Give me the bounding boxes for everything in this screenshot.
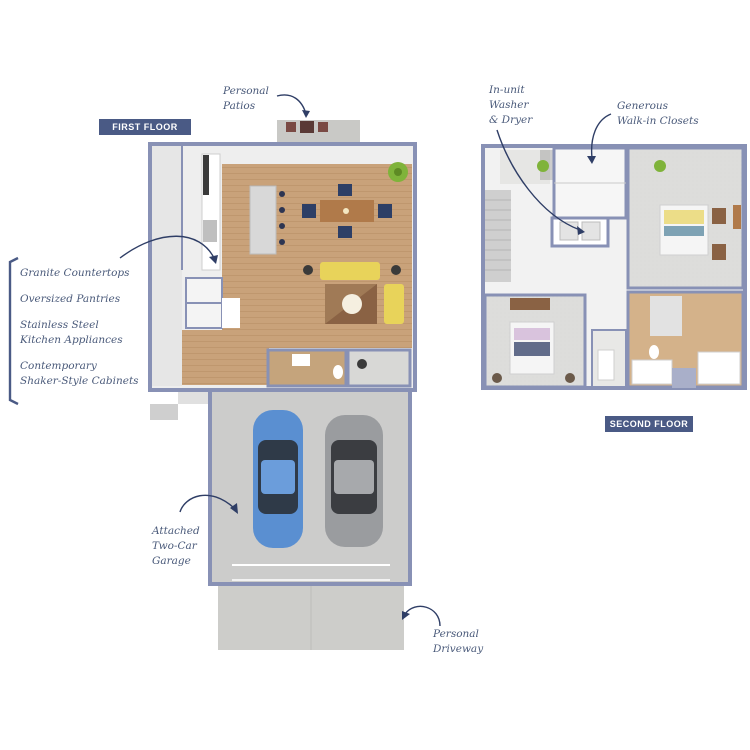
second-floor-plan	[481, 144, 747, 390]
first-floor-label: FIRST FLOOR	[99, 119, 191, 135]
first-floor-plan	[148, 120, 417, 650]
garage-callout: Attached Two-Car Garage	[152, 525, 200, 567]
pantries	[185, 277, 240, 329]
living-room	[303, 262, 404, 324]
dining-table	[302, 184, 392, 238]
patio-furniture	[286, 121, 328, 133]
kitchen	[201, 153, 285, 271]
driveway-arrow	[404, 605, 441, 627]
features-bracket	[8, 256, 19, 406]
patios-callout: Personal Patios	[223, 85, 269, 112]
patios-arrow	[276, 94, 307, 115]
washer-arrow	[496, 129, 581, 231]
washer-callout: In-unit Washer & Dryer	[489, 84, 533, 126]
kitchen-arrow	[119, 235, 215, 259]
stairs	[485, 190, 511, 282]
kitchen-features-callout: Granite Countertops Oversized Pantries S…	[20, 267, 139, 387]
closets-arrow	[590, 113, 612, 159]
garage-arrow	[179, 494, 235, 513]
second-floor-label: SECOND FLOOR	[605, 416, 693, 432]
blue-car	[253, 410, 303, 548]
driveway-callout: Personal Driveway	[433, 628, 484, 655]
plant	[388, 162, 408, 182]
callout-arrows	[119, 94, 612, 627]
closets-callout: Generous Walk-in Closets	[617, 100, 699, 127]
gray-car	[325, 415, 383, 547]
